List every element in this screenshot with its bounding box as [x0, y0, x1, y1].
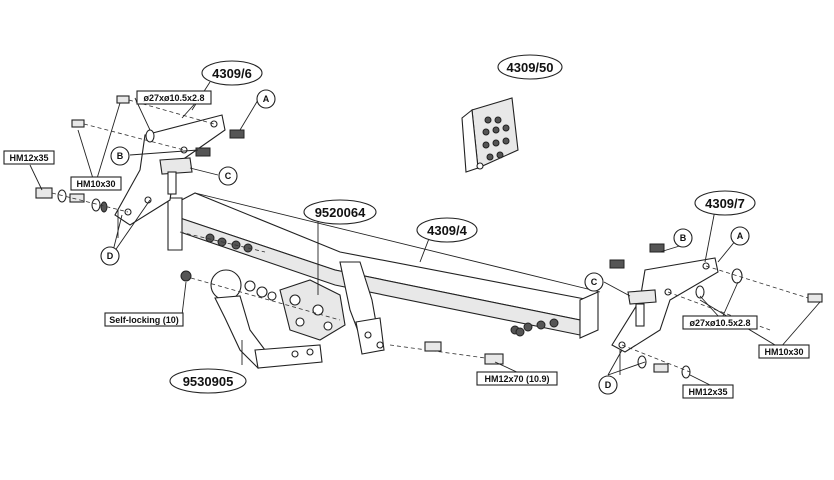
towball — [210, 269, 323, 369]
crossbar-left-fasteners — [179, 231, 266, 253]
svg-text:D: D — [107, 251, 114, 261]
svg-text:HM12x35: HM12x35 — [9, 153, 48, 163]
callout-plate-right: 4309/7 — [694, 190, 756, 216]
crossbar-right-fasteners — [510, 318, 559, 335]
circle-label-b-left: B — [110, 146, 130, 166]
wiring-bracket — [279, 279, 346, 341]
svg-text:A: A — [737, 231, 744, 241]
svg-text:4309/6: 4309/6 — [212, 66, 252, 81]
svg-text:C: C — [591, 277, 598, 287]
right-bracket-plate — [609, 243, 719, 353]
svg-text:ø27xø10.5x2.8: ø27xø10.5x2.8 — [143, 93, 204, 103]
svg-text:B: B — [680, 233, 687, 243]
circle-label-a-left: A — [256, 89, 276, 109]
left-bracket-plate — [114, 114, 245, 226]
svg-text:A: A — [263, 94, 270, 104]
callout-towball: 9530905 — [169, 368, 247, 394]
circle-label-c-left: C — [218, 166, 238, 186]
svg-text:D: D — [605, 380, 612, 390]
svg-text:HM10x30: HM10x30 — [76, 179, 115, 189]
svg-text:9520064: 9520064 — [315, 205, 366, 220]
label-self-locking: Self-locking (10) — [104, 312, 184, 327]
leader-lines — [29, 81, 821, 386]
svg-text:9530905: 9530905 — [183, 374, 234, 389]
callout-wiring-bracket: 9520064 — [303, 199, 377, 225]
label-hm10x30-left: HM10x30 — [70, 176, 122, 191]
svg-text:Self-locking (10): Self-locking (10) — [109, 315, 179, 325]
label-hm12x70: HM12x70 (10.9) — [476, 371, 558, 386]
svg-text:HM12x35: HM12x35 — [688, 387, 727, 397]
svg-text:B: B — [117, 151, 124, 161]
label-hm12x35-right: HM12x35 — [682, 384, 734, 399]
label-hm12x35-left: HM12x35 — [3, 150, 55, 165]
svg-text:4309/7: 4309/7 — [705, 196, 745, 211]
hm12x70-bolts — [389, 327, 525, 365]
towball-fasteners — [180, 270, 341, 321]
label-hm10x30-right: HM10x30 — [758, 344, 810, 359]
circle-label-d-right: D — [598, 375, 618, 395]
callout-control-unit: 4309/50 — [497, 54, 563, 80]
crossbar — [167, 192, 601, 355]
callout-plate-left: 4309/6 — [201, 60, 263, 86]
svg-text:4309/4: 4309/4 — [427, 223, 468, 238]
circle-label-c-right: C — [584, 272, 604, 292]
svg-text:4309/50: 4309/50 — [507, 60, 554, 75]
circle-label-d-left: D — [100, 246, 120, 266]
circle-label-b-right: B — [673, 228, 693, 248]
svg-text:ø27xø10.5x2.8: ø27xø10.5x2.8 — [689, 318, 750, 328]
circle-label-a-right: A — [730, 226, 750, 246]
right-side-fasteners — [619, 265, 823, 379]
label-washer-left: ø27xø10.5x2.8 — [136, 90, 212, 105]
svg-text:HM10x30: HM10x30 — [764, 347, 803, 357]
callout-crossbar: 4309/4 — [416, 217, 478, 243]
svg-text:HM12x70 (10.9): HM12x70 (10.9) — [484, 374, 549, 384]
label-washer-right: ø27xø10.5x2.8 — [682, 315, 758, 330]
control-unit — [461, 97, 519, 173]
svg-text:C: C — [225, 171, 232, 181]
